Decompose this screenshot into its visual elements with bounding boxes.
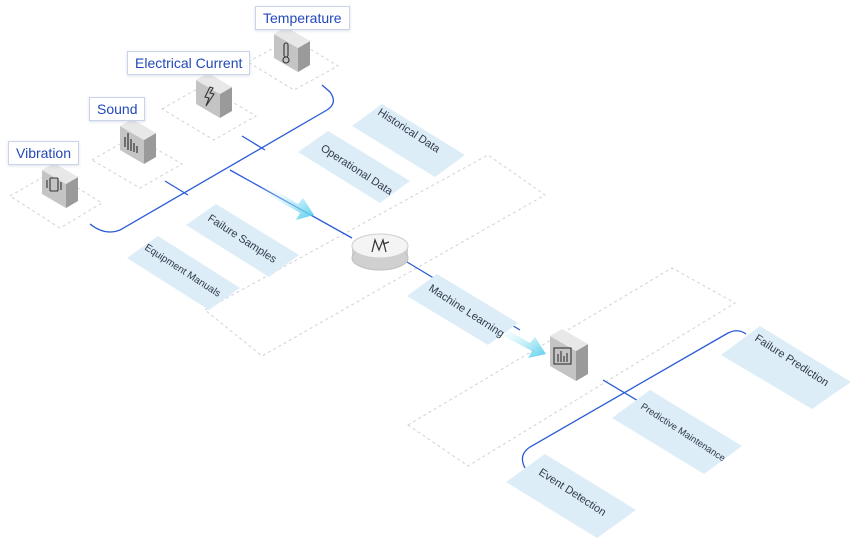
temperature-device	[274, 27, 310, 72]
current-device	[196, 73, 232, 118]
flow-arrow-sensors-to-hub	[260, 182, 314, 220]
flow-arrow-ml-to-monitor	[494, 323, 546, 358]
connector-current	[241, 135, 266, 151]
plate-event-detection: Event Detection	[506, 454, 636, 538]
sensor-label-electrical-current: Electrical Current	[127, 51, 251, 75]
vibration-icon	[46, 177, 62, 192]
dashed-outlines	[9, 37, 736, 467]
connector-sound	[164, 180, 189, 196]
monitor-device	[550, 329, 588, 381]
plate-failure-prediction: Failure Prediction	[721, 326, 851, 409]
sensor-zone-outline-vibration	[9, 171, 103, 229]
plate-machine-learning: Machine Learning	[407, 274, 518, 345]
sound-device	[120, 119, 156, 164]
sensor-label-vibration: Vibration	[8, 141, 80, 165]
signal-hub-icon	[371, 238, 390, 253]
sensor-bus-line	[89, 84, 334, 233]
monitor-chart-icon	[553, 347, 572, 365]
output-bus-line	[521, 330, 747, 469]
signal-hub	[351, 233, 409, 271]
output-zone-outline	[407, 267, 736, 467]
sensor-label-temperature: Temperature	[255, 6, 350, 30]
vibration-device	[42, 163, 78, 208]
sensor-zone-outline-current	[161, 84, 257, 141]
sensor-zone-outline-temperature	[246, 37, 340, 91]
thermometer-icon	[282, 42, 290, 64]
sensor-label-sound: Sound	[89, 97, 146, 121]
lightning-icon	[204, 86, 215, 107]
data-zone-outline	[204, 154, 546, 357]
sound-wave-icon	[124, 133, 138, 153]
plate-predictive-maintenance: Predictive Maintenance	[612, 390, 742, 474]
